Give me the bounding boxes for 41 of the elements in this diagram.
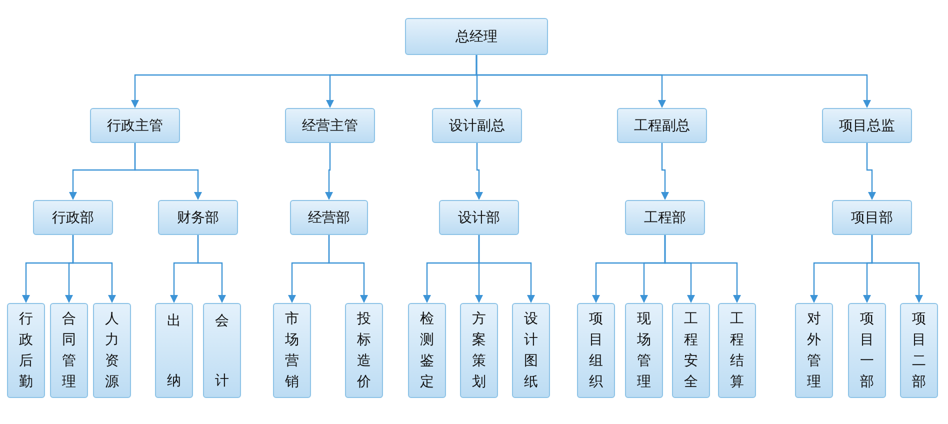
department-box: 投标造价	[345, 303, 383, 398]
department-box: 现场管理	[625, 303, 663, 398]
department-box: 人力资源	[93, 303, 131, 398]
connector-arrow	[197, 235, 226, 303]
position-box: 设计部	[439, 200, 519, 235]
department-box: 市场营销	[273, 303, 311, 398]
position-box: 行政主管	[90, 108, 180, 143]
connector-arrow	[478, 235, 535, 303]
department-box: 合同管理	[50, 303, 88, 398]
position-box: 工程部	[625, 200, 705, 235]
connector-arrow	[325, 143, 333, 200]
department-box: 工程结算	[718, 303, 756, 398]
position-box: 财务部	[158, 200, 238, 235]
department-box: 出纳	[155, 303, 193, 398]
connector-arrow	[134, 143, 202, 200]
position-box: 行政部	[33, 200, 113, 235]
department-box: 对外管理	[795, 303, 833, 398]
department-box: 检测鉴定	[408, 303, 446, 398]
connector-arrow	[871, 235, 923, 303]
position-box: 经营部	[290, 200, 368, 235]
department-box: 项目一部	[848, 303, 886, 398]
connector-arrow	[664, 235, 741, 303]
department-box: 会计	[203, 303, 241, 398]
department-box: 方案策划	[460, 303, 498, 398]
position-box: 总经理	[405, 18, 548, 55]
position-box: 工程副总	[617, 108, 707, 143]
department-box: 项目组织	[577, 303, 615, 398]
position-box: 经营主管	[285, 108, 375, 143]
connector-arrow	[476, 55, 871, 108]
department-box: 设计图纸	[512, 303, 550, 398]
department-box: 工程安全	[672, 303, 710, 398]
connector-arrow	[72, 235, 116, 303]
connector-arrow	[475, 143, 483, 200]
department-box: 行政后勤	[7, 303, 45, 398]
connector-arrow	[661, 143, 669, 200]
connector-arrow	[328, 235, 368, 303]
department-box: 项目二部	[900, 303, 938, 398]
position-box: 项目部	[832, 200, 912, 235]
position-box: 设计副总	[432, 108, 522, 143]
connector-arrow	[866, 143, 876, 200]
position-box: 项目总监	[822, 108, 912, 143]
